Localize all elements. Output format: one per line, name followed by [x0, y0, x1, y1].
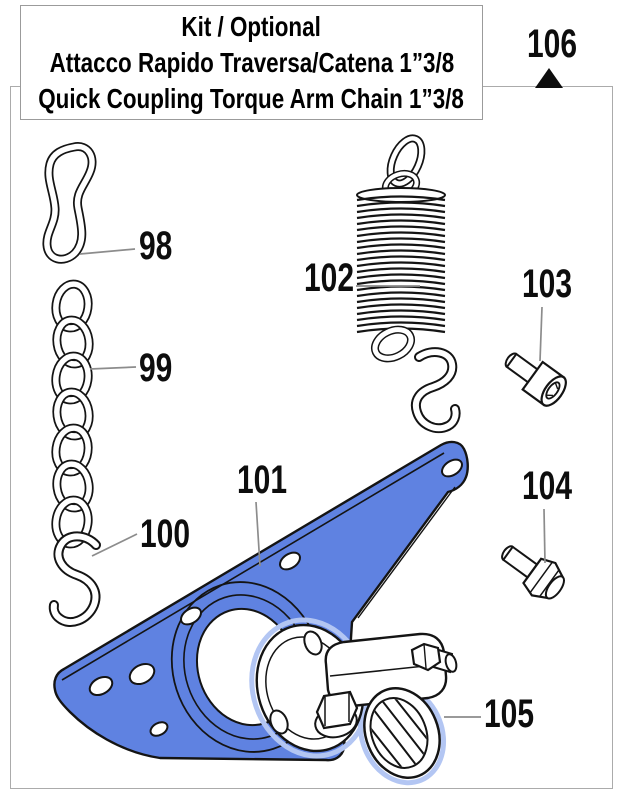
title-box: Kit / Optional Attacco Rapido Traversa/C… — [20, 5, 483, 120]
part-label-99: 99 — [139, 346, 173, 390]
part-99-chain — [51, 279, 94, 549]
part-98-twisted-link — [42, 142, 97, 264]
title-line-italian: Attacco Rapido Traversa/Catena 1”3/8 — [49, 46, 454, 78]
part-label-105: 105 — [484, 692, 535, 736]
part-104-hex-bolt — [501, 545, 565, 600]
part-105-quick-coupling — [249, 617, 458, 786]
part-label-98: 98 — [139, 224, 173, 268]
part-label-101: 101 — [237, 458, 288, 502]
title-line-english: Quick Coupling Torque Arm Chain 1”3/8 — [38, 82, 465, 114]
part-103-socket-head-screw — [504, 352, 567, 407]
part-label-103: 103 — [522, 262, 573, 306]
kit-ref-triangle-marker — [535, 68, 563, 88]
part-102-spring — [356, 134, 461, 434]
part-label-104: 104 — [522, 464, 573, 508]
kit-ref-label: 106 — [527, 22, 578, 66]
leader-lines — [79, 248, 546, 718]
part-100-s-hook — [48, 531, 101, 627]
title-line-kit: Kit / Optional — [181, 10, 322, 42]
part-label-100: 100 — [140, 512, 191, 556]
part-label-102: 102 — [304, 256, 355, 300]
